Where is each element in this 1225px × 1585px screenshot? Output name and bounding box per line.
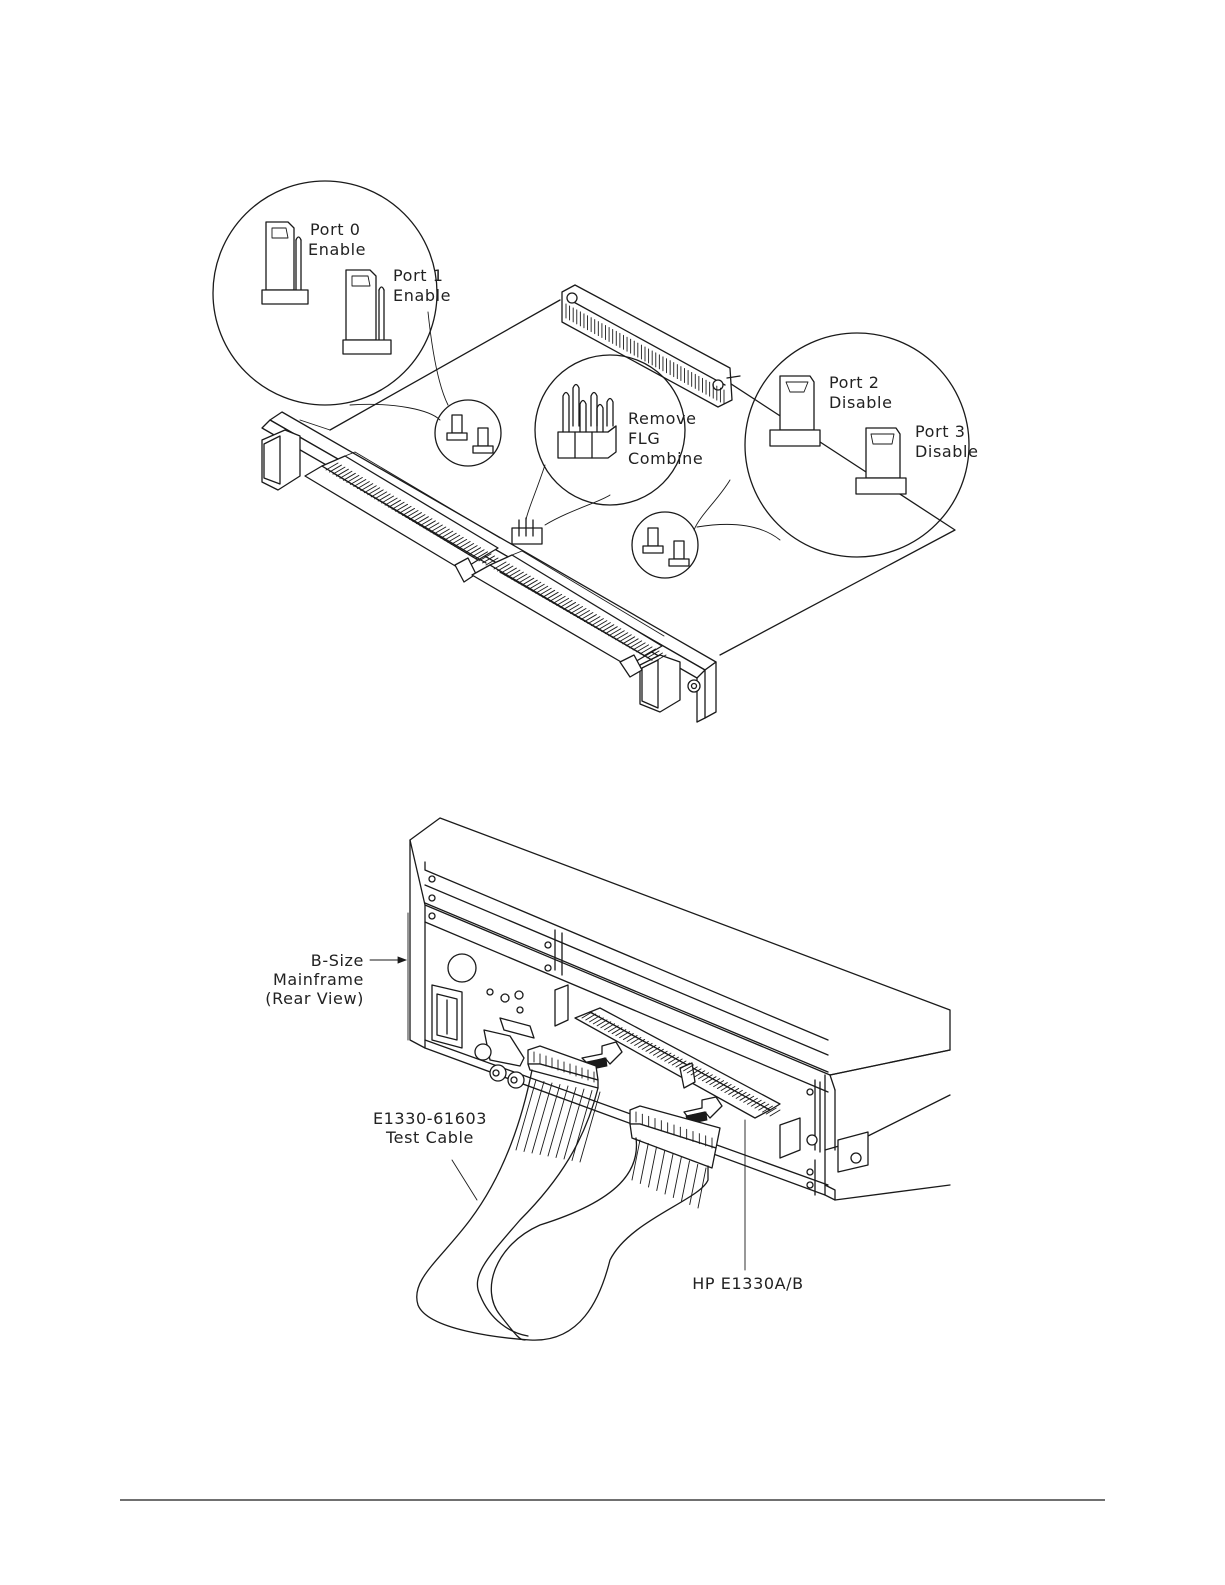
- mainframe-label-line3: (Rear View): [265, 989, 364, 1008]
- test-cable-connector-1: [528, 1046, 598, 1088]
- front-ribbon-connector-2: [472, 551, 664, 677]
- board-jumper-illustration: Port 0 Enable Port 1 Enable Remove FLG C…: [213, 181, 979, 722]
- mainframe-label-line2: Mainframe: [273, 970, 364, 989]
- mainframe-cable-illustration: B-Size Mainframe (Rear View) E1330-61603…: [265, 818, 950, 1340]
- port2-label-line2: Disable: [829, 393, 893, 412]
- front-ribbon-connector-1: [305, 452, 500, 582]
- cable-label-line1: E1330-61603: [373, 1109, 487, 1128]
- port3-label-line2: Disable: [915, 442, 979, 461]
- callout-circle-port23: Port 2 Disable Port 3 Disable: [745, 333, 979, 557]
- mainframe-callout: B-Size Mainframe (Rear View): [265, 913, 408, 1040]
- power-entry-module: [432, 954, 534, 1088]
- port0-label-line2: Enable: [308, 240, 366, 259]
- port0-label-line1: Port 0: [310, 220, 361, 239]
- port3-label-line1: Port 3: [915, 422, 966, 441]
- flg-label-line2: FLG: [628, 429, 660, 448]
- port01-jumper-location: [435, 400, 501, 466]
- cable-label-line2: Test Cable: [385, 1128, 474, 1147]
- port1-label-line2: Enable: [393, 286, 451, 305]
- flg-header-location: [512, 518, 542, 544]
- cable-callout: E1330-61603 Test Cable: [373, 1109, 487, 1200]
- port23-jumper-location: [632, 512, 698, 578]
- flg-label-line1: Remove: [628, 409, 697, 428]
- callout-circle-port01: Port 0 Enable Port 1 Enable: [213, 181, 451, 405]
- port1-label-line1: Port 1: [393, 266, 444, 285]
- mainframe-label-line1: B-Size: [311, 951, 364, 970]
- port2-label-line1: Port 2: [829, 373, 880, 392]
- flg-label-line3: Combine: [628, 449, 703, 468]
- module-label: HP E1330A/B: [692, 1274, 804, 1293]
